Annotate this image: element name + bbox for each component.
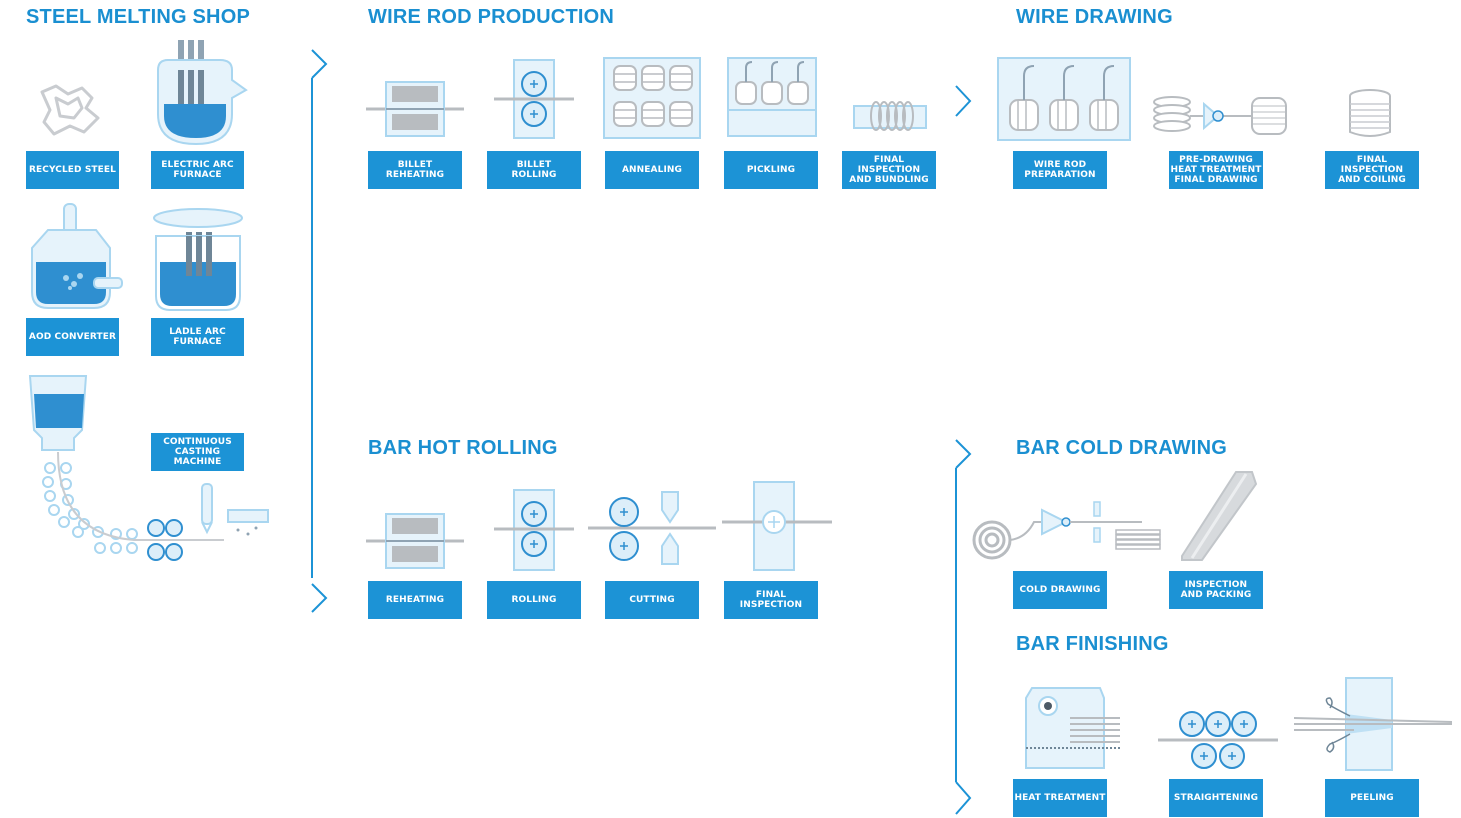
label-annealing: ANNEALING bbox=[605, 151, 699, 189]
label-inspection-packing: INSPECTION AND PACKING bbox=[1169, 571, 1263, 609]
billet-rolling-icon bbox=[494, 59, 574, 139]
label-cold-drawing: COLD DRAWING bbox=[1013, 571, 1107, 609]
annealing-icon bbox=[603, 57, 701, 139]
label-rolling: ROLLING bbox=[487, 581, 581, 619]
pre-drawing-icon bbox=[1153, 96, 1287, 135]
final-inspection-icon bbox=[722, 481, 832, 571]
continuous-casting-icon bbox=[28, 375, 269, 561]
section-title-wire-rod: WIRE ROD PRODUCTION bbox=[368, 6, 615, 28]
label-wire-rod-preparation: WIRE ROD PREPARATION bbox=[1013, 151, 1107, 189]
wire-rod-preparation-icon bbox=[997, 57, 1131, 141]
section-title-steel-melting: STEEL MELTING SHOP bbox=[26, 6, 250, 28]
straightening-icon bbox=[1158, 711, 1278, 769]
section-title-bar-finishing: BAR FINISHING bbox=[1016, 633, 1169, 655]
label-billet-reheating: BILLET REHEATING bbox=[368, 151, 462, 189]
reheating-icon bbox=[366, 513, 464, 569]
label-final-inspection-coiling: FINAL INSPECTION AND COILING bbox=[1325, 151, 1419, 189]
label-billet-rolling: BILLET ROLLING bbox=[487, 151, 581, 189]
pickling-icon bbox=[727, 57, 817, 137]
inspection-packing-icon bbox=[1181, 471, 1258, 561]
label-pre-drawing: PRE-DRAWING HEAT TREATMENT FINAL DRAWING bbox=[1169, 151, 1263, 189]
label-heat-treatment: HEAT TREATMENT bbox=[1013, 779, 1107, 817]
label-straightening: STRAIGHTENING bbox=[1169, 779, 1263, 817]
aod-converter-icon bbox=[31, 203, 123, 309]
ladle-arc-furnace-icon bbox=[153, 208, 243, 311]
electric-arc-furnace-icon bbox=[157, 40, 248, 146]
cold-drawing-icon bbox=[972, 501, 1161, 560]
flow-bracket-main bbox=[311, 49, 328, 613]
label-ladle-arc-furnace: LADLE ARC FURNACE bbox=[151, 318, 244, 356]
section-title-wire-drawing: WIRE DRAWING bbox=[1016, 6, 1173, 28]
label-recycled-steel: RECYCLED STEEL bbox=[26, 151, 119, 189]
label-continuous-casting: CONTINUOUS CASTING MACHINE bbox=[151, 433, 244, 471]
final-inspection-bundling-icon bbox=[853, 101, 927, 131]
section-title-bar-hot-rolling: BAR HOT ROLLING bbox=[368, 437, 558, 459]
label-final-inspection: FINAL INSPECTION bbox=[724, 581, 818, 619]
heat-treatment-icon bbox=[1025, 687, 1120, 769]
peeling-icon bbox=[1294, 677, 1452, 771]
rolling-icon bbox=[494, 489, 574, 571]
section-title-bar-cold-drawing: BAR COLD DRAWING bbox=[1016, 437, 1227, 459]
label-aod-converter: AOD CONVERTER bbox=[26, 318, 119, 356]
label-cutting: CUTTING bbox=[605, 581, 699, 619]
label-peeling: PEELING bbox=[1325, 779, 1419, 817]
flow-arrow-wire-drawing bbox=[955, 85, 972, 117]
label-final-inspection-bundling: FINAL INSPECTION AND BUNDLING bbox=[842, 151, 936, 189]
label-electric-arc-furnace: ELECTRIC ARC FURNACE bbox=[151, 151, 244, 189]
final-inspection-coiling-icon bbox=[1349, 89, 1391, 137]
recycled-steel-icon bbox=[40, 84, 100, 136]
flow-bracket-bar bbox=[955, 439, 972, 815]
cutting-icon bbox=[588, 491, 716, 565]
label-pickling: PICKLING bbox=[724, 151, 818, 189]
billet-reheating-icon bbox=[366, 81, 464, 137]
label-reheating: REHEATING bbox=[368, 581, 462, 619]
